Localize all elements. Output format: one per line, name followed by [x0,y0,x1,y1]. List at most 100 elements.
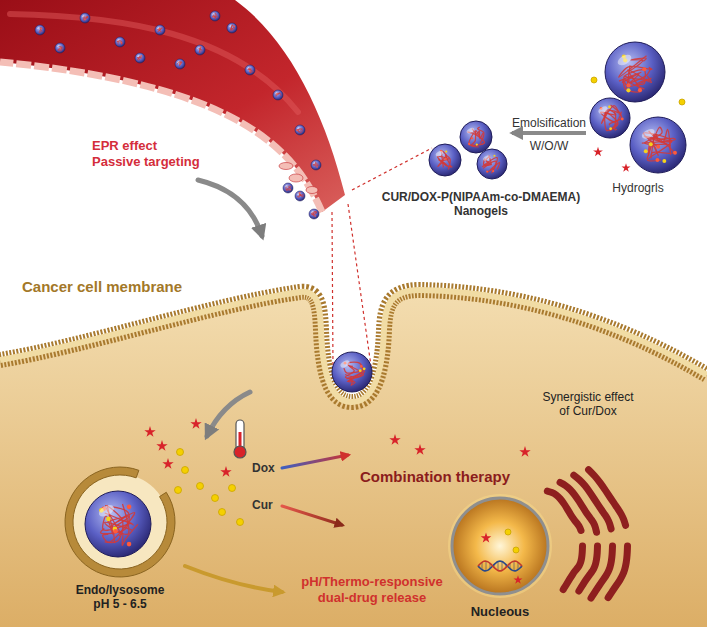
endolysosome-shape [65,467,175,577]
process-arrow [512,131,586,135]
nanogel-sphere-part [40,28,42,30]
curcumin-molecule [237,519,244,526]
nanogel-sphere-part [644,149,648,153]
zoom-line-part [332,212,333,368]
nucleus-shape-part [452,498,548,594]
endoplasmic-reticulum-part [589,470,626,526]
nanogel-sphere-part [311,212,316,216]
doxorubicin-molecule [414,444,425,455]
zoom-line-part [348,204,371,366]
nanogel-sphere-part [118,40,122,44]
nanogel-sphere-part [363,367,366,370]
nanogel-sphere [295,125,305,135]
nanogel-sphere-part [649,142,653,146]
nanogel-sphere [477,149,507,179]
nanogel-sphere-part [275,92,278,94]
nanogel-sphere-part [597,105,608,115]
curcumin-molecule [229,485,236,492]
nanogel-sphere-part [197,47,200,49]
doxorubicin-molecule [162,458,173,469]
nanogel-sphere-part [493,155,495,157]
endoplasmic-reticulum-part [608,546,627,598]
flow-arrow-part [282,455,348,468]
nanogel-sphere-part [117,39,120,41]
nanogel-sphere-part [85,491,151,557]
nanogel-sphere-part [84,19,86,21]
blood-vessel-part [0,0,345,212]
nanogel-sphere-part [630,58,647,71]
nanogel-cluster-outline [426,118,512,182]
nanogel-sphere-part [477,149,507,179]
nanogel-sphere-part [297,193,300,195]
nanogel-sphere-part [640,127,656,141]
nanogel-sphere-part [313,163,318,167]
endothelial-cell [306,187,318,194]
nanogel-sphere [135,53,145,63]
nanogel-sphere-part [212,13,215,15]
nucleus-shape-part [448,494,552,598]
nucleus-shape-part [498,561,499,570]
doxorubicin-molecule [389,434,400,445]
nanogel-sphere-part [623,65,652,89]
nanogel-sphere-part [605,42,665,102]
nanogel-sphere-part [316,166,318,168]
nanogel-sphere-part [137,55,140,57]
curcumin-molecule [513,547,519,553]
nanogel-sphere-part [289,189,291,191]
endoplasmic-reticulum-part [579,546,598,591]
nanogel-sphere-part [296,130,298,132]
nucleus-shape-part [486,561,487,571]
nanogel-sphere-part [468,143,470,145]
nanogel-sphere-part [313,162,316,164]
curcumin-molecule [177,449,184,456]
nanogel-sphere-part [80,13,90,23]
nanogel-sphere-part [590,98,630,138]
doxorubicin-molecule [156,440,167,451]
nanogel-sphere-part [195,45,205,55]
nanogel-sphere-part [35,25,45,35]
edge-label: Emolsification [511,116,588,130]
nanogel-sphere-part [295,191,305,201]
nanogel-sphere [460,121,492,153]
curcumin-molecule [182,467,189,474]
nanogel-sphere-part [487,163,500,173]
nanogel-sphere-part [314,215,316,217]
nucleus-shape-part [514,561,515,571]
node-label: Nucleous [470,604,531,620]
nucleus-shape-part [478,561,522,571]
endolysosome-outline [64,466,176,578]
hydrogel-cluster: Hydrogrls [586,40,690,175]
flow-arrow-part [198,180,262,236]
nanogel-sphere [273,90,283,100]
nanogel-sphere-part [616,53,633,68]
nanogel-sphere-part [346,362,362,379]
nanogel-sphere-part [460,121,492,153]
nanogel-sphere-part [55,43,65,53]
nanogel-sphere-part [662,159,666,163]
nanogel-sphere-part [626,88,630,92]
nanogel-sphere-part [84,16,88,19]
nanogel-sphere-part [630,117,686,173]
nanogel-sphere-part [198,48,202,50]
nanogel-sphere [245,65,255,75]
annotation-label: Synergistic effect of Cur/Dox [542,390,634,419]
nanogel-sphere-part [37,27,40,29]
drug-particles [35,11,531,526]
nanogel-sphere-part [82,15,85,17]
nucleus-shape [448,494,552,598]
curcumin-molecule [679,99,685,105]
annotation-label: Cancer cell membrane [22,278,185,296]
nanogel-sphere-part [175,59,185,69]
nanogel-sphere-part [119,524,138,545]
nanogel-sphere-part [273,90,283,100]
blood-vessel-part [0,62,322,212]
nanogel-sphere-part [155,25,165,35]
nanogel-sphere-part [655,158,659,162]
nanogel-sphere-part [248,68,253,72]
cancer-cell-part [0,290,707,402]
nanogel-sphere-part [298,129,302,133]
nanogel-sphere-part [115,37,125,47]
nanogel-sphere-part [642,67,646,71]
nanogel-sphere-part [247,67,250,69]
